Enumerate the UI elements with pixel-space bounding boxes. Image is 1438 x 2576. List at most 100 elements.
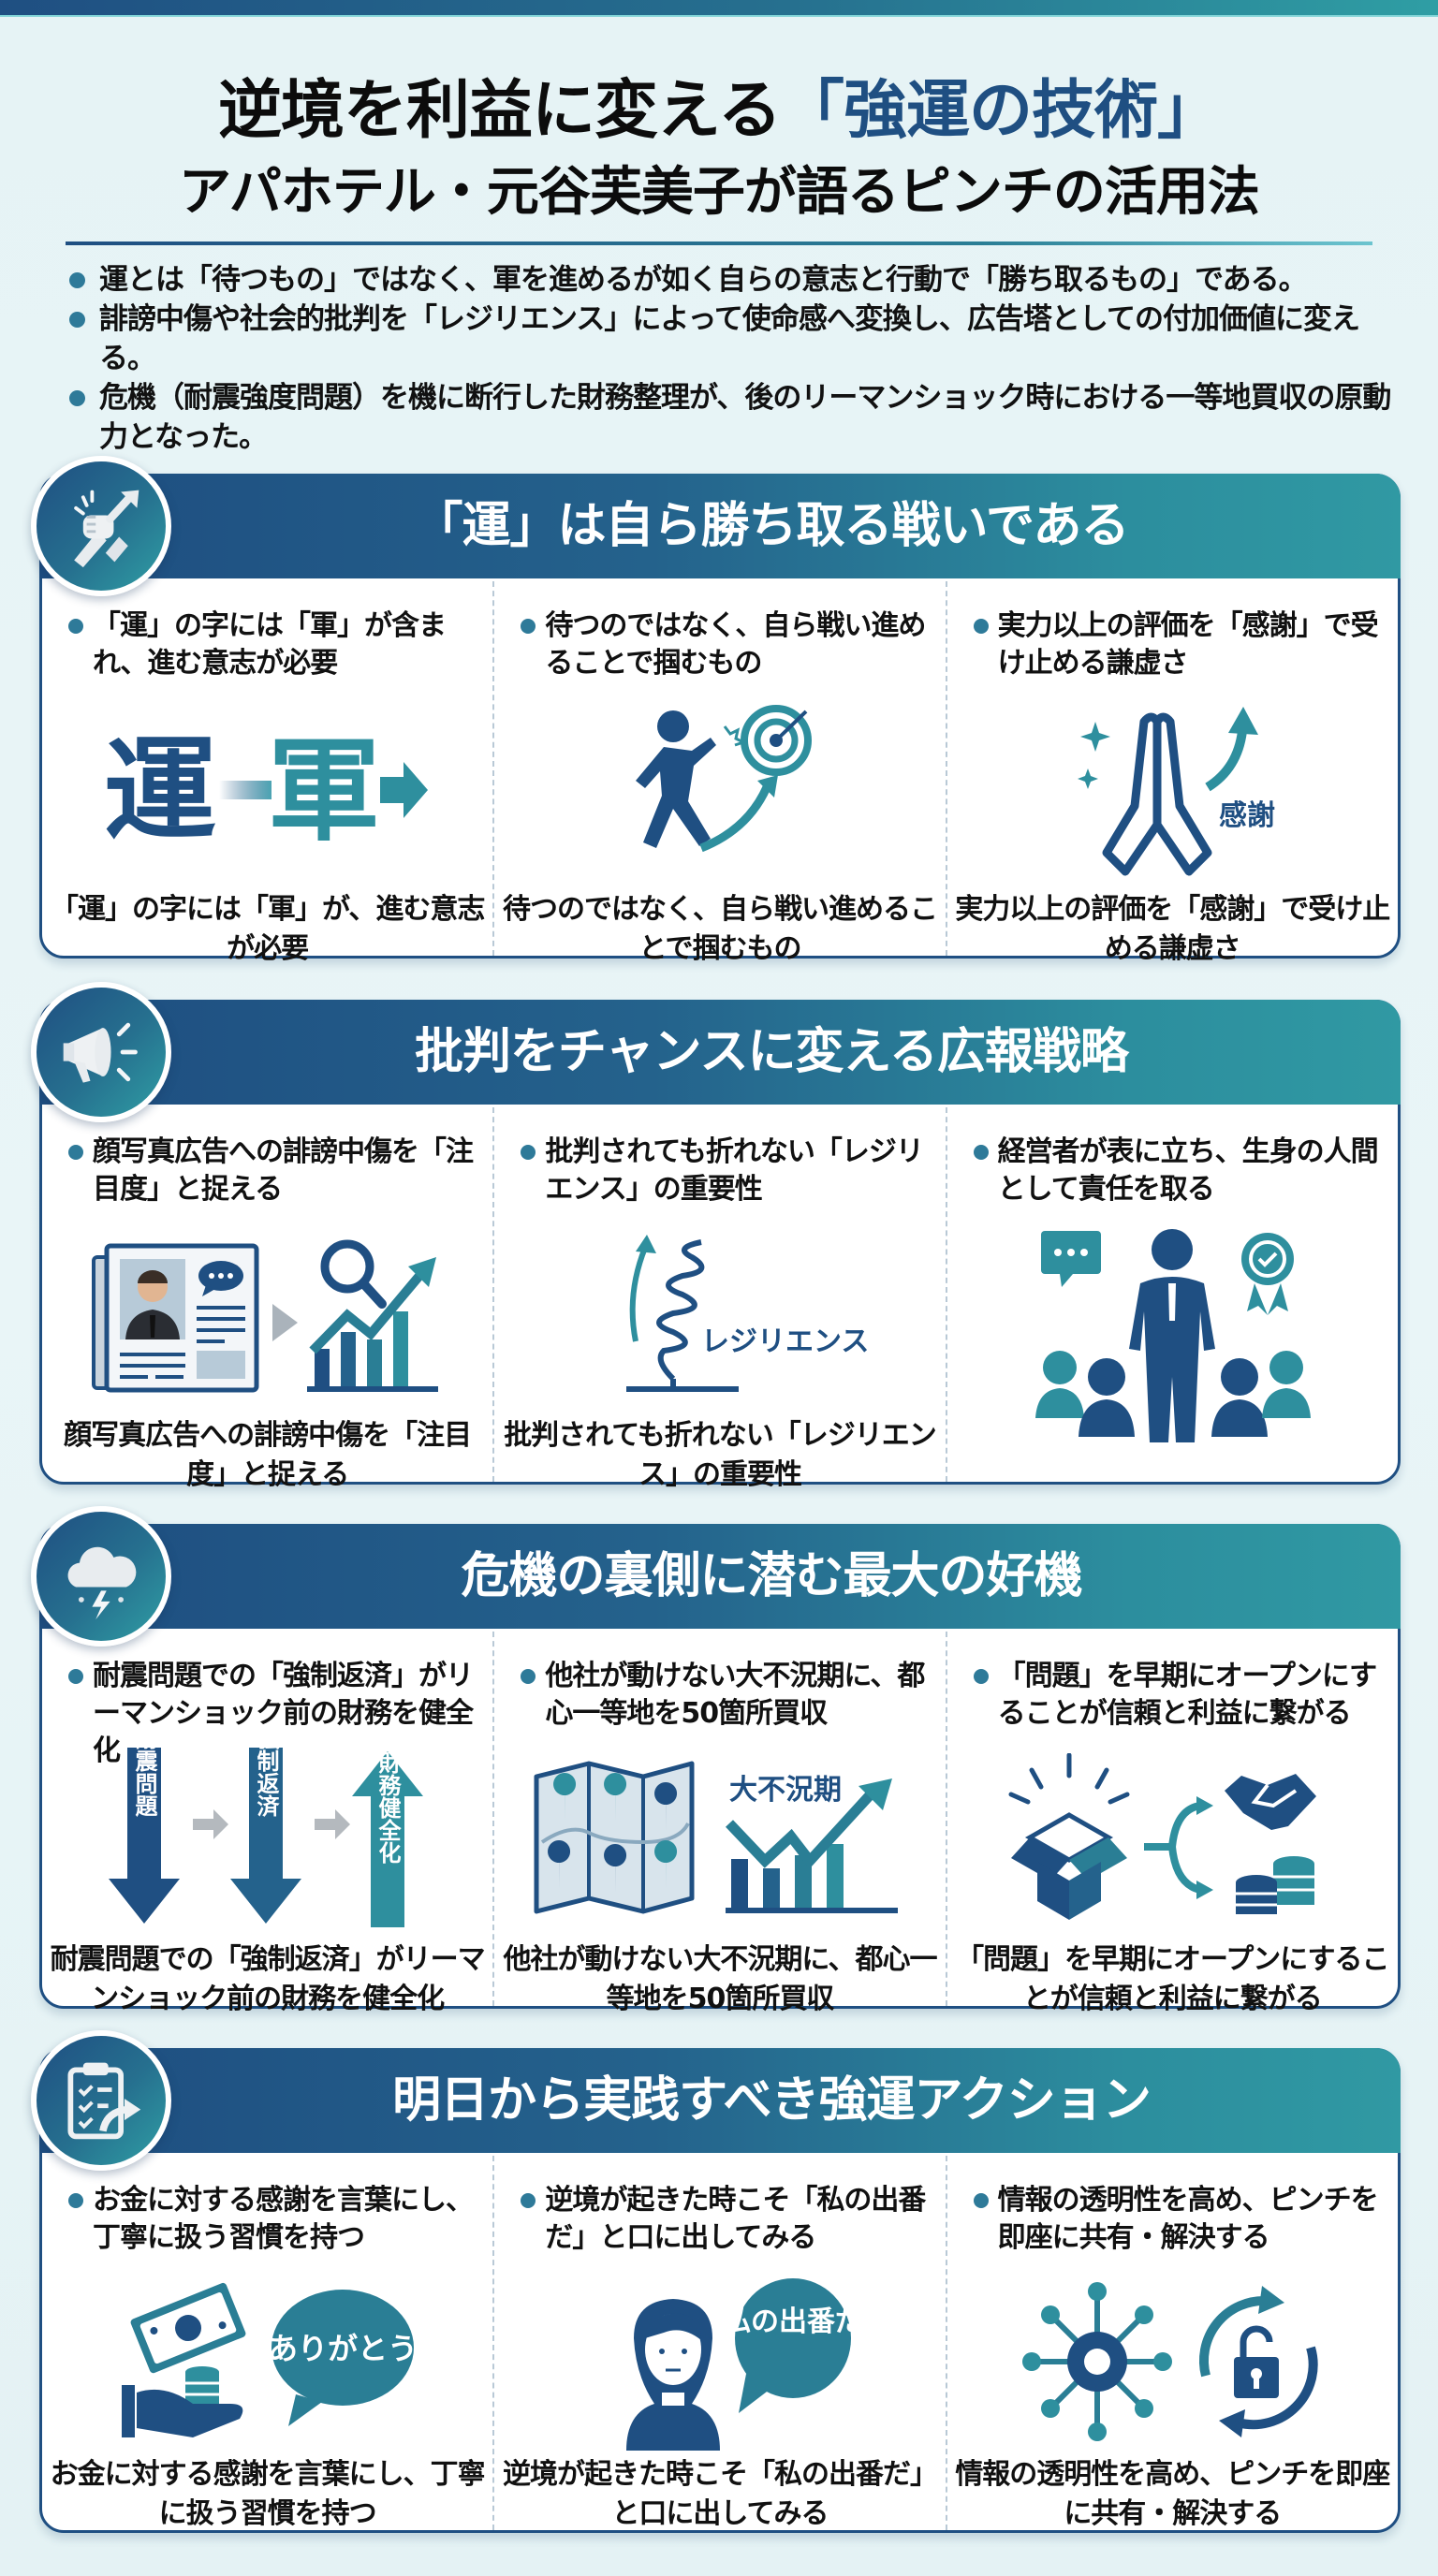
column-caption: 逆境が起きた時こそ「私の出番だ」と口に出してみる [502, 2458, 938, 2530]
clipboard-checklist-icon [67, 2062, 141, 2140]
column-caption: 批判されても折れない「レジリエンス」の重要性 [504, 1419, 937, 1491]
column-heading: 情報の透明性を高め、ピンチを即座に共有・解決する [973, 2182, 1381, 2257]
section-header: 明日から実践すべき強運アクション [39, 2048, 1401, 2153]
column-heading: 批判されても折れない「レジリエンス」の重要性 [521, 1134, 928, 1208]
section-card-luck: 「運」は自ら勝ち取る戦いである 「運」の字には「軍」が含まれ、進む意志が必要 運 [31, 456, 1401, 965]
column-heading: 実力以上の評価を「感謝」で受け止める謙虚さ [973, 607, 1381, 682]
section-badge [31, 2030, 171, 2171]
three-arrows-flow-icon: 耐震問題 強制返済 財務健全化 [108, 1744, 423, 1927]
column-heading: 逆境が起きた時こそ「私の出番だ」と口に出してみる [521, 2182, 928, 2257]
column-caption: 耐震問題での「強制返済」がリーマンショック前の財務を健全化 [50, 1943, 486, 2015]
column-caption: 「問題」を早期にオープンにすることが信頼と利益に繋がる [956, 1943, 1390, 2015]
section-title: 批判をチャンスに変える広報戦略 [415, 1024, 1129, 1080]
column-heading: 経営者が表に立ち、生身の人間として責任を取る [973, 1134, 1381, 1208]
section-columns: お金に対する感謝を言葉にし、丁寧に扱う習慣を持つ ありがとう [42, 2156, 1398, 2530]
section-column: 耐震問題での「強制返済」がリーマンショック前の財務を健全化 耐震問題 強制返済 … [42, 1632, 492, 2015]
section-column: 逆境が起きた時こそ「私の出番だ」と口に出してみる 私の出番だ 逆境が起きた時こそ… [492, 2156, 945, 2530]
money-hand-thanks-icon: ありがとう [121, 2282, 418, 2437]
kanji-un: 運 [104, 726, 216, 856]
section-badge [31, 456, 171, 596]
section-column: 待つのではなく、自ら戦い進めることで掴むもの 待つのではなく、自ら戦い進めること… [492, 581, 945, 965]
column-caption: 待つのではなく、自ら戦い進めることで掴むもの [502, 893, 938, 965]
section-title: 「運」は自ら勝ち取る戦いである [414, 498, 1130, 554]
page-title-prefix: 逆境を利益に変える [218, 74, 782, 148]
section-column: 経営者が表に立ち、生身の人間として責任を取る [945, 1107, 1398, 1482]
column-caption: 他社が動けない大不況期に、都心一等地を50箇所買収 [503, 1943, 937, 2015]
arrow-label: 財務健全化 [374, 1751, 402, 1864]
section-title: 危機の裏側に潜む最大の好機 [461, 1548, 1082, 1604]
column-heading: 顔写真広告への誹謗中傷を「注目度」と捉える [68, 1134, 476, 1208]
column-illustration [947, 2268, 1398, 2455]
column-illustration: 耐震問題 強制返済 財務健全化 [42, 1744, 492, 1931]
column-illustration: 感謝 [947, 694, 1398, 881]
page-title-accent: 「強運の技術」 [780, 74, 1221, 148]
column-heading: 「問題」を早期にオープンにすることが信頼と利益に繋がる [973, 1658, 1381, 1733]
praying-hands-icon: 感謝 [1078, 707, 1275, 876]
section-column: 情報の透明性を高め、ピンチを即座に共有・解決する [945, 2156, 1398, 2530]
title-divider [66, 242, 1372, 245]
column-illustration: 運 軍 [42, 694, 492, 881]
summary-item: 運とは「待つもの」ではなく、軍を進めるが如く自らの意志と行動で「勝ち取るもの」で… [67, 260, 1397, 300]
column-caption: 情報の透明性を高め、ピンチを即座に共有・解決する [955, 2458, 1390, 2530]
page-subtitle: アパホテル・元谷芙美子が語るピンチの活用法 [179, 162, 1260, 223]
section-column: お金に対する感謝を言葉にし、丁寧に扱う習慣を持つ ありがとう [42, 2156, 492, 2530]
thanks-bubble-text: ありがとう [268, 2331, 418, 2366]
column-illustration [494, 694, 945, 881]
section-card-pr-strategy: 批判をチャンスに変える広報戦略 顔写真広告への誹謗中傷を「注目度」と捉える [31, 982, 1401, 1491]
column-illustration: ありがとう [42, 2268, 492, 2455]
page-title: 逆境を利益に変える「強運の技術」 [0, 58, 1438, 151]
column-illustration: 大不況期 [494, 1744, 945, 1931]
newspaper-to-growth-chart-icon [91, 1239, 438, 1393]
woman-speech-bubble-icon: 私の出番だ [625, 2278, 860, 2451]
section-badge [31, 982, 171, 1122]
column-illustration [947, 1744, 1398, 1931]
column-heading: 他社が動けない大不況期に、都心一等地を50箇所買収 [521, 1658, 928, 1733]
column-heading: 待つのではなく、自ら戦い進めることで掴むもの [521, 607, 928, 682]
summary-list: 運とは「待つもの」ではなく、軍を進めるが如く自らの意志と行動で「勝ち取るもの」で… [67, 260, 1397, 457]
column-illustration: レジリエンス [494, 1220, 945, 1407]
section-columns: 「運」の字には「軍」が含まれ、進む意志が必要 運 軍 「運」の字には「軍」が、進… [42, 581, 1398, 965]
section-column: 「運」の字には「軍」が含まれ、進む意志が必要 運 軍 「運」の字には「軍」が、進… [42, 581, 492, 965]
column-caption: お金に対する感謝を言葉にし、丁寧に扱う習慣を持つ [50, 2458, 486, 2530]
section-header: 批判をチャンスに変える広報戦略 [39, 1000, 1401, 1105]
column-caption: 実力以上の評価を「感謝」で受け止める謙虚さ [955, 893, 1390, 965]
arrow-label: 強制返済 [253, 1744, 279, 1818]
column-illustration [947, 1218, 1398, 1452]
column-heading: 「運」の字には「軍」が含まれ、進む意志が必要 [68, 607, 476, 682]
storm-cloud-icon [67, 1546, 137, 1620]
open-box-handshake-coins-icon [1008, 1753, 1317, 1920]
section-badge [31, 1506, 171, 1647]
handshake-grip-arrow-icon [74, 490, 139, 568]
turn-bubble-text: 私の出番だ [723, 2305, 860, 2338]
column-illustration [42, 1220, 492, 1407]
map-pins-and-recovery-chart-icon: 大不況期 [534, 1761, 898, 1914]
arrow-label: 耐震問題 [131, 1744, 157, 1818]
resilience-label: レジリエンス [701, 1325, 869, 1358]
megaphone-icon [63, 1022, 138, 1083]
section-column: 実力以上の評価を「感謝」で受け止める謙虚さ 感謝 実力以上の評価を「感謝」で受け… [945, 581, 1398, 965]
top-accent-bar [0, 0, 1438, 17]
column-caption: 「運」の字には「軍」が、進む意志が必要 [50, 893, 485, 965]
section-column: 批判されても折れない「レジリエンス」の重要性 レジリエンス 批判されても折れない… [492, 1107, 945, 1491]
section-column: 「問題」を早期にオープンにすることが信頼と利益に繋がる [945, 1632, 1398, 2015]
section-column: 顔写真広告への誹謗中傷を「注目度」と捉える [42, 1107, 492, 1491]
section-header: 危機の裏側に潜む最大の好機 [39, 1524, 1401, 1629]
kanji-un-to-gun-icon: 運 軍 [104, 726, 428, 856]
summary-item: 危機（耐震強度問題）を機に断行した財務整理が、後のリーマンショック時における一等… [67, 378, 1397, 457]
section-column: 他社が動けない大不況期に、都心一等地を50箇所買収 大不況期 [492, 1632, 945, 2015]
section-card-crisis-opportunity: 危機の裏側に潜む最大の好機 耐震問題での「強制返済」がリーマンショック前の財務を… [31, 1506, 1401, 2015]
section-header: 「運」は自ら勝ち取る戦いである [39, 474, 1401, 578]
kanji-gun: 軍 [268, 726, 380, 856]
summary-item: 誹謗中傷や社会的批判を「レジリエンス」によって使命感へ変換し、広告塔としての付加… [67, 300, 1397, 378]
gratitude-label: 感謝 [1219, 799, 1275, 832]
runner-target-icon [635, 705, 812, 853]
spring-resilience-icon: レジリエンス [625, 1235, 869, 1392]
section-title: 明日から実践すべき強運アクション [392, 2072, 1152, 2129]
recession-label: 大不況期 [729, 1774, 842, 1807]
leader-with-team-icon [1035, 1229, 1312, 1442]
column-caption: 顔写真広告への誹謗中傷を「注目度」と捉える [64, 1419, 472, 1491]
column-heading: 耐震問題での「強制返済」がリーマンショック前の財務を健全化 [68, 1658, 476, 1770]
section-card-actions: 明日から実践すべき強運アクション お金に対する感謝を言葉にし、丁寧に扱う習慣を持… [31, 2030, 1401, 2533]
column-illustration: 私の出番だ [494, 2268, 945, 2455]
column-heading: お金に対する感謝を言葉にし、丁寧に扱う習慣を持つ [68, 2182, 476, 2257]
